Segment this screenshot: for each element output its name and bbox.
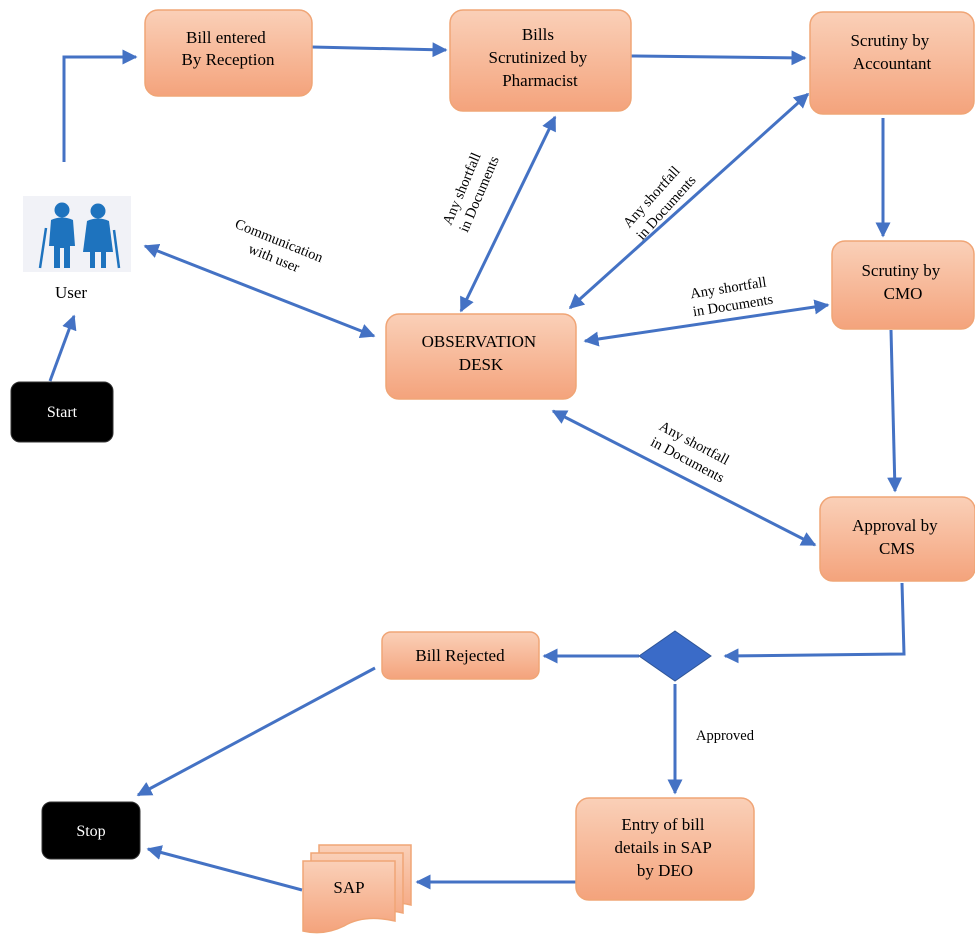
node-label-line: Scrutinized by (489, 48, 588, 67)
edge-observation-cms (551, 409, 817, 547)
edge-user-to-bill-entered (62, 49, 138, 162)
node-label-line: details in SAP (615, 838, 712, 857)
node-label-line: Scrutiny by (861, 261, 940, 280)
node-user: User (23, 196, 131, 302)
node-label-line: Bills (522, 25, 554, 44)
node-label-line: DESK (459, 355, 504, 374)
svg-text:Entry of bill details in: Entry of bill details in SAP by DEO (615, 815, 716, 880)
edge-start-to-user (48, 314, 77, 382)
edge-sap-to-stop (146, 845, 303, 892)
node-label: SAP (333, 878, 364, 897)
edge-observation-accountant (568, 92, 810, 310)
svg-text:Scrutiny by Accountant: Scrutiny by Accountant (850, 31, 933, 73)
svg-text:OBSERVATION DESK: OBSERVATION DESK (422, 332, 541, 374)
edge-user-observation (143, 243, 376, 339)
node-label-line: Pharmacist (502, 71, 578, 90)
multi-document-icon (302, 844, 412, 934)
node-label-line: CMS (879, 539, 915, 558)
node-label-line: Scrutiny by (850, 31, 929, 50)
node-label-line: By Reception (181, 50, 275, 69)
node-approval-cms: Approval by CMS (819, 496, 975, 582)
node-label-line: Entry of bill (621, 815, 704, 834)
node-entry-sap: Entry of bill details in SAP by DEO (575, 797, 755, 901)
node-bill-rejected: Bill Rejected (381, 631, 540, 680)
node-label-line: Bill entered (186, 28, 266, 47)
node-label: User (55, 283, 87, 302)
node-label-line: by DEO (637, 861, 693, 880)
edge-observation-pharmacist (459, 115, 557, 313)
svg-text:Scrutiny by CMO: Scrutiny by CMO (861, 261, 944, 303)
node-label: Stop (76, 823, 105, 840)
svg-text:Bill entered By Receptio: Bill entered By Reception (181, 28, 275, 69)
node-start: Start (10, 381, 114, 443)
node-label-line: OBSERVATION (422, 332, 537, 351)
node-label-line: CMO (884, 284, 923, 303)
edge-label-communication: Communication with user (226, 216, 329, 284)
node-stop: Stop (41, 801, 141, 860)
node-label: Start (47, 404, 78, 421)
edge-bill-rejected-to-stop (136, 666, 376, 797)
edge-pharmacist-to-accountant (630, 50, 807, 66)
node-scrutiny-accountant: Scrutiny by Accountant (809, 11, 975, 115)
node-observation-desk: OBSERVATION DESK (385, 313, 577, 400)
node-label: Bill Rejected (415, 646, 505, 665)
node-label-line: Accountant (853, 54, 932, 73)
node-scrutiny-cmo: Scrutiny by CMO (831, 240, 975, 330)
edge-observation-cmo (583, 299, 830, 347)
edge-cmo-to-cms (887, 329, 903, 493)
node-bills-scrutinized: Bills Scrutinized by Pharmacist (449, 9, 632, 112)
edge-bill-entered-to-pharmacist (311, 42, 448, 58)
edge-label-shortfall-pharmacist: Any shortfall in Documents (440, 147, 503, 235)
node-label-line: Approval by (852, 516, 938, 535)
svg-text:Approval by CMS: Approval by CMS (852, 516, 942, 558)
elderly-couple-icon (23, 196, 131, 272)
edge-label-shortfall-cmo: Any shortfall in Documents (689, 274, 775, 320)
connectors (48, 42, 906, 892)
node-sap-document: SAP (302, 844, 412, 934)
edge-cms-to-decision (723, 582, 906, 664)
decision-diamond-icon (638, 630, 712, 682)
edge-label-approved: Approved (696, 728, 755, 744)
node-bill-entered: Bill entered By Reception (144, 9, 313, 97)
edge-label-shortfall-cms: Any shortfall in Documents (648, 418, 736, 486)
svg-text:Bills Scrutinized by: Bills Scrutinized by Pharmacist (489, 25, 592, 90)
